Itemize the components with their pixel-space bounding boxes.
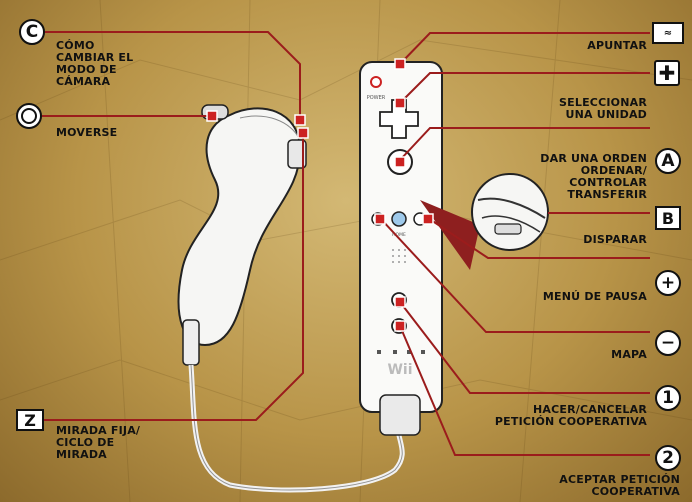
home-label: HOME xyxy=(392,232,406,238)
label-coop-toggle: HACER/CANCELAR PETICIÓN COOPERATIVA xyxy=(494,403,647,428)
label-order: DAR UNA ORDEN ORDENAR/ CONTROLAR TRANSFE… xyxy=(540,152,647,201)
dpad-icon: ✚ xyxy=(654,60,680,86)
c-button-icon: C xyxy=(19,19,45,45)
two-button-icon: 2 xyxy=(655,445,681,471)
minus-button-icon: − xyxy=(655,330,681,356)
label-camera-mode: CÓMO CAMBIAR EL MODO DE CÁMARA xyxy=(56,39,134,88)
plus-button-icon: + xyxy=(655,270,681,296)
label-map: MAPA xyxy=(611,348,647,361)
leader-lines xyxy=(42,31,650,456)
label-z-lock: MIRADA FIJA/ CICLO DE MIRADA xyxy=(56,424,141,461)
nunchuk xyxy=(177,104,307,366)
label-aim: APUNTAR xyxy=(587,39,647,52)
label-move: MOVERSE xyxy=(56,126,118,139)
a-button-icon: A xyxy=(655,148,681,174)
label-fire: DISPARAR xyxy=(583,233,647,246)
wii-remote: POWER HOME Wii xyxy=(359,61,443,436)
label-pause: MENÚ DE PAUSA xyxy=(542,290,647,303)
b-trigger-inset xyxy=(420,173,549,270)
label-coop-accept: ACEPTAR PETICIÓN COOPERATIVA xyxy=(559,473,680,498)
leader-dots xyxy=(206,58,434,332)
wii-logo: Wii xyxy=(387,362,412,378)
b-button-icon: B xyxy=(655,206,681,230)
power-label: POWER xyxy=(367,95,386,101)
pointer-icon: ≈ xyxy=(652,22,684,44)
control-stick-icon xyxy=(16,103,42,129)
label-select-unit: SELECCIONAR UNA UNIDAD xyxy=(559,96,647,121)
one-button-icon: 1 xyxy=(655,385,681,411)
z-button-icon: Z xyxy=(16,409,44,431)
